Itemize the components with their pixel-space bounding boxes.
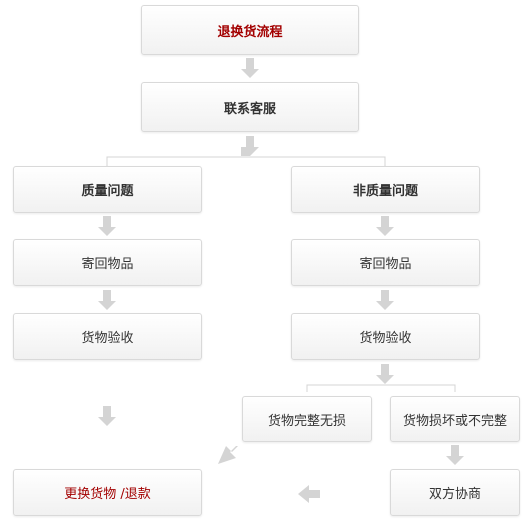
inspect-right-box: 货物验收 (291, 313, 480, 360)
contact-service-box: 联系客服 (141, 82, 359, 132)
title-box: 退换货流程 (141, 5, 359, 55)
exchange-refund-box: 更换货物 /退款 (13, 469, 202, 516)
non-quality-issue-box: 非质量问题 (291, 166, 480, 213)
return-goods-right-box: 寄回物品 (291, 239, 480, 286)
intact-box: 货物完整无损 (242, 396, 372, 442)
inspect-left-box: 货物验收 (13, 313, 202, 360)
quality-issue-box: 质量问题 (13, 166, 202, 213)
return-goods-left-box: 寄回物品 (13, 239, 202, 286)
negotiate-box: 双方协商 (390, 469, 520, 516)
damaged-box: 货物损坏或不完整 (390, 396, 520, 442)
